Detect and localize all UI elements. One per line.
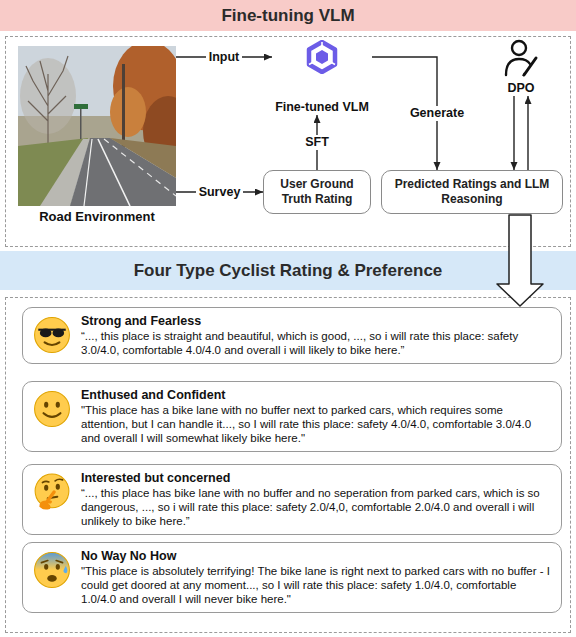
road-photo: Road Environment [18, 46, 176, 225]
model-logo-part [328, 61, 335, 65]
model-logo-part [309, 42, 335, 72]
road-photo-art-part [26, 56, 68, 151]
thinking-face-part [39, 500, 52, 509]
model-logo-part [309, 61, 316, 65]
thinking-face-part [48, 492, 54, 500]
road-photo-art-part [84, 139, 92, 206]
road-photo-art-part [70, 138, 176, 206]
road-photo-art-part [110, 87, 146, 137]
annotator-figure-part [524, 58, 536, 75]
smile-face-part [56, 402, 60, 408]
box-label: User Ground Truth Rating [268, 177, 366, 207]
anxious-face-part [64, 566, 68, 573]
reasoning-box: Predicted Ratings and LLM Reasoning [381, 170, 563, 214]
anxious-face-part [56, 564, 60, 570]
road-photo-art-part [122, 64, 125, 149]
box-label: Predicted Ratings and LLM Reasoning [386, 177, 558, 207]
band-title: Fine-tuning VLM [0, 0, 576, 31]
icon-label: Fine-tuned VLM [272, 100, 372, 115]
model-logo-part [316, 50, 328, 64]
anxious-face [33, 551, 71, 589]
annotator-figure-part [523, 73, 525, 76]
cool-face [33, 316, 71, 354]
anxious-face-part [44, 564, 48, 570]
thinking-face-part [56, 484, 60, 490]
cool-face-part [53, 328, 65, 337]
annotator-icon: DPO [497, 38, 545, 96]
smile-face-part [44, 402, 48, 408]
edge-label: SFT [302, 135, 332, 150]
photo-caption: Road Environment [18, 209, 176, 225]
model-logo-part [321, 42, 323, 50]
card-heading: Strong and Fearless [81, 313, 553, 329]
edge-label: Input [206, 50, 243, 65]
road-photo-art [18, 46, 176, 206]
thinking-face-part [35, 474, 69, 508]
rating-box: User Ground Truth Rating [263, 170, 371, 214]
edge-label: Survey [196, 185, 244, 200]
cyclist-card: Interested but concerned“..., this place… [22, 464, 562, 535]
card-quote: “..., this place has bike lane with no b… [81, 486, 553, 528]
road-photo-art-part [110, 138, 176, 178]
model-logo [305, 40, 339, 74]
road-photo-art-part [74, 104, 88, 109]
card-quote: "This place has a bike lane with no buff… [81, 403, 553, 445]
cool-face-part [40, 328, 52, 337]
annotator-figure-part [512, 41, 526, 55]
icon-label: DPO [497, 81, 545, 96]
cyclist-card: Enthused and Confident"This place has a … [22, 381, 562, 452]
anxious-face-part [47, 575, 57, 582]
annotator-figure [503, 38, 539, 78]
road-photo-art-part [104, 139, 176, 196]
connector [527, 96, 528, 170]
hollow-arrow [496, 214, 544, 308]
thinking-face [33, 473, 71, 511]
card-quote: “..., this place is straight and beautif… [81, 329, 553, 357]
card-heading: Enthused and Confident [81, 387, 553, 403]
model-icon: Fine-tuned VLM [272, 40, 372, 115]
anxious-face-part [41, 561, 47, 563]
thinking-face-part [44, 485, 48, 491]
card-heading: No Way No How [81, 548, 553, 564]
cool-face-part [35, 318, 70, 353]
card-heading: Interested but concerned [81, 470, 553, 486]
road-photo-art-part [80, 109, 82, 139]
cyclist-card: Strong and Fearless“..., this place is s… [22, 307, 562, 364]
band-title: Four Type Cyclist Rating & Preference [0, 251, 576, 290]
cool-face-part [45, 342, 60, 345]
thinking-face-part [55, 479, 62, 481]
road-photo-art-part [26, 56, 68, 151]
section-band: Fine-tuning VLM [0, 0, 576, 31]
connector [513, 96, 514, 170]
smile-face-part [44, 413, 61, 417]
smile-face-part [35, 392, 70, 427]
road-photo-art-part [98, 139, 130, 206]
anxious-face-part [35, 553, 70, 588]
anxious-face-part [56, 561, 62, 563]
card-quote: "This place is absolutely terrifying! Th… [81, 564, 553, 606]
cyclist-card: No Way No How"This place is absolutely t… [22, 542, 562, 613]
smile-face [33, 390, 71, 428]
edge-label: Generate [407, 106, 467, 121]
section-band: Four Type Cyclist Rating & Preference [0, 251, 576, 290]
thinking-face-part [43, 481, 49, 482]
